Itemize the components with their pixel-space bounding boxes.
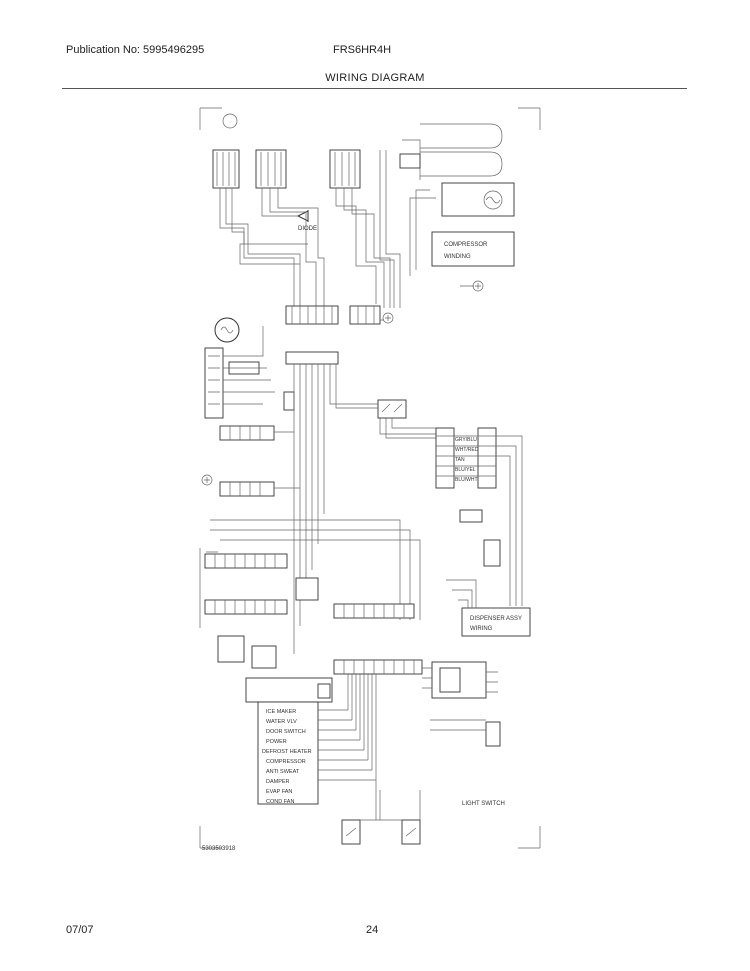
footer-date: 07/07: [66, 924, 94, 936]
ground-wires: [380, 285, 474, 321]
top-connector-mid: [255, 149, 287, 189]
ground-symbol-1: [382, 312, 394, 324]
top-connector-left: [212, 149, 240, 189]
dispenser-wiring-label: WIRING: [470, 626, 493, 632]
control-board: [245, 659, 423, 805]
bottom-switch-right: [401, 819, 421, 845]
wire-color-1: GRY/BLU: [455, 437, 477, 443]
heater-loops: [399, 123, 503, 180]
small-switch: [283, 391, 295, 411]
compressor-winding-label: WINDING: [444, 254, 471, 260]
lower-right-device: [422, 661, 501, 747]
board-label-10: COND FAN: [266, 799, 294, 805]
publication-number: Publication No: 5995496295: [66, 44, 205, 56]
wire-color-2: WHT/RED: [455, 447, 479, 453]
thermistor-symbol: [222, 113, 238, 129]
rocker-switch: [377, 399, 436, 429]
dispenser-assembly: DISPENSER ASSY WIRING: [446, 509, 531, 637]
middle-connector-left: [285, 305, 339, 325]
header-rule: [62, 88, 687, 89]
connector-strip: [285, 351, 339, 365]
diode-label: DIODE: [298, 226, 317, 232]
left-wires: [223, 326, 275, 405]
board-label-4: POWER: [266, 739, 287, 745]
diode: DIODE: [296, 210, 317, 232]
compressor-label: COMPRESSOR: [444, 242, 488, 248]
mid-bottom-connector: [295, 577, 415, 619]
bottom-wires: [360, 780, 421, 821]
ground-symbol-2: [472, 280, 484, 292]
board-label-5: DEFROST HEATER: [262, 749, 312, 755]
page-title: WIRING DIAGRAM: [325, 72, 425, 84]
dispenser-label: DISPENSER ASSY: [470, 616, 522, 622]
lower-left-connector-1: [204, 553, 288, 569]
upper-wire-bundle: [219, 150, 401, 308]
compressor-block: COMPRESSOR WINDING: [409, 182, 515, 276]
board-label-6: COMPRESSOR: [266, 759, 306, 765]
left-terminal-strip: [204, 347, 224, 419]
board-label-2: WATER VLV: [266, 719, 297, 725]
lower-left-connector-2: [204, 599, 288, 615]
board-label-1: ICE MAKER: [266, 709, 296, 715]
wire-color-5: BLU/WHT: [455, 477, 478, 483]
board-label-9: EVAP FAN: [266, 789, 292, 795]
crop-marks: [199, 107, 541, 849]
wire-color-4: BLU/YEL: [455, 467, 476, 473]
ground-symbol-3: [201, 474, 213, 486]
wire-color-3: TAN: [455, 457, 465, 463]
lower-left-boxes: [217, 635, 277, 669]
page-number: 24: [366, 924, 379, 936]
board-label-8: DAMPER: [266, 779, 290, 785]
left-connector-1: [219, 425, 275, 441]
middle-connector-right: [349, 305, 381, 325]
bottom-switch-left: [341, 819, 361, 845]
top-connector-right: [329, 149, 361, 189]
right-connector-block: [435, 427, 523, 606]
board-label-3: DOOR SWITCH: [266, 729, 306, 735]
light-switch-label: LIGHT SWITCH: [462, 801, 505, 807]
left-connector-2: [219, 481, 275, 497]
board-label-7: ANTI SWEAT: [266, 769, 300, 775]
model-number: FRS6HR4H: [333, 44, 392, 56]
drawing-number: 5303503918: [202, 846, 236, 852]
